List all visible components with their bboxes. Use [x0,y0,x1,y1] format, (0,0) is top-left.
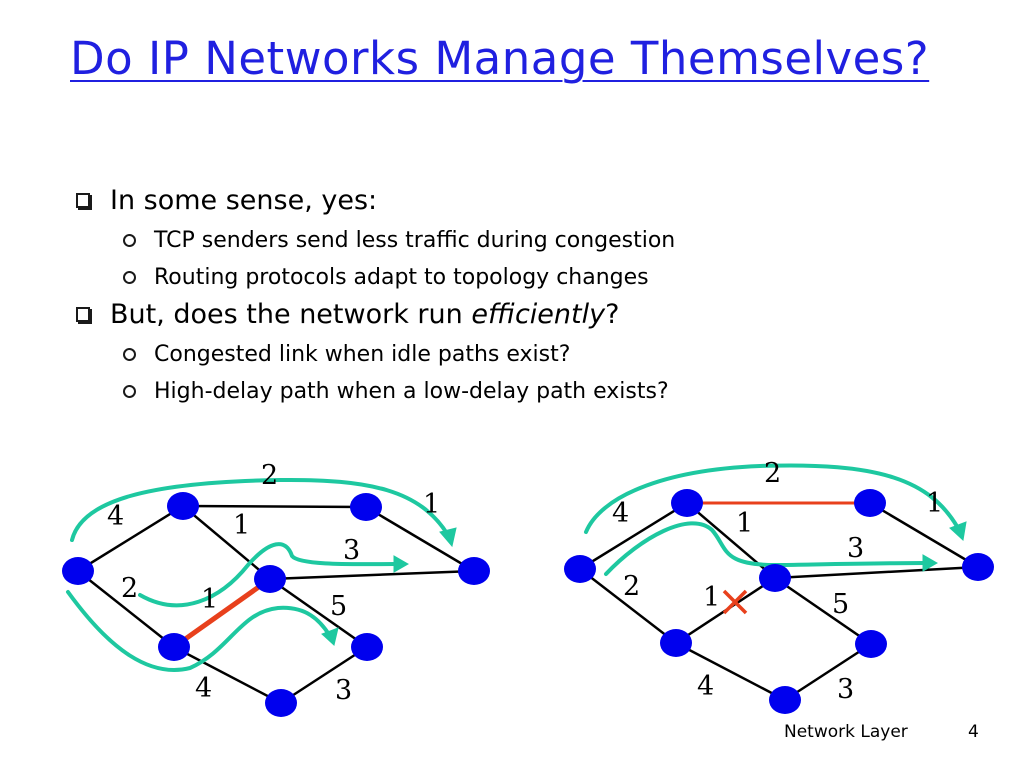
router-node [855,630,887,658]
link [365,505,475,573]
router-node [351,633,383,661]
router-node [671,489,703,517]
arrowhead-icon [393,555,410,573]
link [280,645,368,705]
x-stroke [722,589,748,615]
footer-label: Network Layer [784,722,908,742]
link-weight: 4 [195,673,212,704]
right-nodes [564,489,994,714]
router-node [265,689,297,717]
right-flow-arrows [584,463,967,576]
router-node [158,633,190,661]
flow-path-top [70,477,450,542]
link-weight: 1 [926,488,943,519]
link-weight: 2 [121,573,138,604]
link [269,577,368,649]
link-weight: 1 [423,489,440,520]
link [784,642,872,702]
arrowhead-icon [949,521,967,541]
router-node [660,629,692,657]
failed-link-x-icon [722,589,748,615]
emphasis-text: efficiently [471,299,606,330]
link-weight: 1 [703,582,720,613]
sub-bullet-congested: Congested link when idle paths exist? [76,336,976,373]
right-links [579,501,979,702]
page-number: 4 [968,722,979,742]
flow-path-bottom [66,590,332,672]
circle-bullet-icon [123,348,136,361]
arrowhead-icon [321,627,339,646]
link-weight: 5 [832,589,849,620]
link [579,501,688,571]
link [182,505,271,580]
link [774,576,872,646]
link [77,504,184,573]
flow-path-middle [604,521,927,576]
right-network-diagram: 2 4 1 1 3 2 1 5 4 3 [564,458,994,714]
left-links [77,504,475,705]
router-node [962,553,994,581]
link-weight: 4 [697,671,714,702]
router-node [254,565,286,593]
square-bullet-icon [76,193,90,208]
link-weight: 1 [233,510,250,541]
bullet-in-some-sense: In some sense, yes: [76,182,976,220]
circle-bullet-icon [123,271,136,284]
link [774,565,979,580]
link-weight: 3 [837,674,854,705]
link [269,569,475,581]
sub-bullet-routing: Routing protocols adapt to topology chan… [76,259,976,296]
flow-path-top [584,463,960,534]
left-link-weights: 2 4 1 1 3 2 1 5 4 3 [107,460,440,706]
arrowhead-icon [439,527,457,548]
sub-bullet-high-delay: High-delay path when a low-delay path ex… [76,373,976,410]
link [675,641,786,702]
router-node [564,555,596,583]
link [869,501,979,569]
router-node [759,564,791,592]
router-node [854,489,886,517]
left-nodes [62,492,490,717]
bullet-efficiently: But, does the network run efficiently? [76,296,976,334]
circle-bullet-icon [123,385,136,398]
bullet-list: In some sense, yes: TCP senders send les… [76,182,976,410]
link-weight: 1 [201,584,218,615]
router-node [167,492,199,520]
link [182,504,367,509]
link-weight: 5 [330,591,347,622]
square-bullet-icon [76,307,90,322]
circle-bullet-icon [123,234,136,247]
router-node [458,557,490,585]
link-weight: 2 [623,571,640,602]
link [77,570,175,648]
slide-title: Do IP Networks Manage Themselves? [70,32,930,85]
arrowhead-icon [922,554,939,572]
link-weight: 4 [612,498,629,529]
left-flow-arrows [66,477,457,672]
link [579,568,677,644]
link-weight: 3 [343,535,360,566]
right-link-weights: 2 4 1 1 3 2 1 5 4 3 [612,458,943,705]
left-network-diagram: 2 4 1 1 3 2 1 5 4 3 [62,460,490,717]
router-node [62,557,94,585]
link-weight: 2 [764,458,781,489]
link-weight: 2 [261,460,278,491]
router-node [350,493,382,521]
link-weight: 1 [736,508,753,539]
link-weight: 4 [107,501,124,532]
congested-link [172,576,272,650]
link-weight: 3 [847,533,864,564]
router-node [769,686,801,714]
link [686,502,776,579]
link [173,645,282,705]
flow-path-middle [138,542,398,608]
link-weight: 3 [335,675,352,706]
sub-bullet-tcp: TCP senders send less traffic during con… [76,222,976,259]
